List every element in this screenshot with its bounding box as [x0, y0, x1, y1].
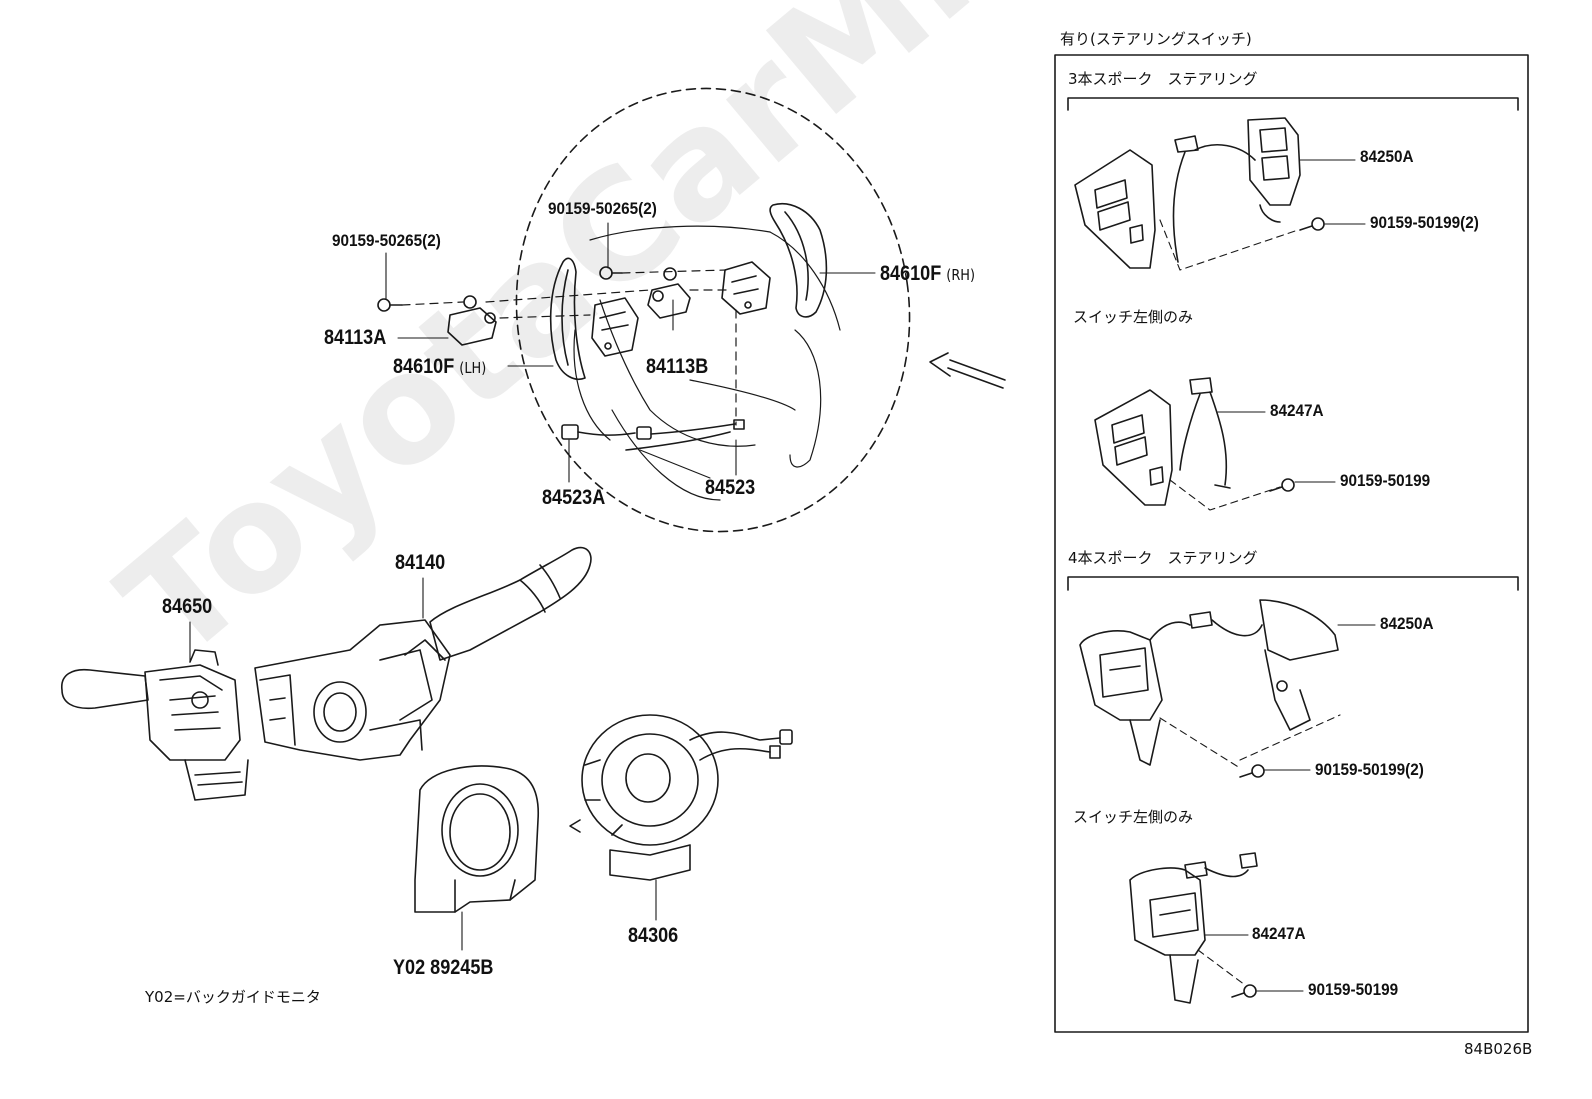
part-84650 — [61, 649, 249, 801]
paddle-switch-lh — [591, 297, 639, 357]
steering-wheel-inner — [573, 225, 841, 501]
label-84113A: 84113A — [324, 326, 387, 349]
label-84247A-3spoke: 84247A — [1270, 401, 1324, 420]
paddle-rh — [769, 203, 828, 318]
label-90159-50199-2-4spoke: 90159-50199(2) — [1315, 760, 1424, 779]
label-84523: 84523 — [705, 476, 756, 499]
side-panel-frame — [1054, 54, 1529, 1033]
dashed-84247A-2 — [1197, 949, 1246, 986]
label-84306: 84306 — [628, 924, 679, 947]
dashed-3spoke — [1159, 219, 1299, 271]
label-90159-50265-center: 90159-50265(2) — [548, 199, 657, 218]
part-84306 — [569, 714, 793, 881]
part-89245B — [414, 765, 540, 913]
left-only-title-2: スイッチ左側のみ — [1073, 808, 1194, 826]
label-84610F-lh: 84610F (LH) — [393, 355, 487, 378]
bolt-90159-50265-center — [599, 266, 623, 280]
section-4spoke-title: 4本スポーク ステアリング — [1068, 549, 1258, 567]
switch-84250A-4spoke — [1079, 599, 1339, 766]
bolt-90159-50199-4spoke-left — [1231, 984, 1257, 998]
label-84523A: 84523A — [542, 486, 606, 509]
dashed-4spoke — [1159, 714, 1341, 769]
label-84247A-4spoke: 84247A — [1252, 924, 1306, 943]
dashed-84247A-1 — [1169, 479, 1281, 511]
side-panel-title: 有り(ステアリングスイッチ) — [1060, 30, 1252, 48]
steering-wheel-outline — [515, 87, 911, 533]
bracket-84113B — [647, 267, 691, 319]
bolt-90159-50199-3spoke-left — [1269, 478, 1295, 492]
label-84610F-rh: 84610F (RH) — [880, 262, 976, 285]
left-only-title-1: スイッチ左側のみ — [1073, 308, 1194, 326]
bracket-4spoke — [1067, 576, 1519, 591]
label-90159-50199-4spoke-left: 90159-50199 — [1308, 980, 1399, 999]
paddle-lh — [549, 257, 586, 380]
label-84250A-3spoke: 84250A — [1360, 147, 1414, 166]
paddle-switch-rh — [721, 261, 771, 315]
bolt-90159-50265-left — [377, 298, 403, 312]
bolt-90159-50199-3spoke — [1299, 217, 1325, 231]
section-3spoke-title: 3本スポーク ステアリング — [1068, 70, 1258, 88]
switch-84247A-4spoke — [1129, 852, 1258, 1004]
label-84650: 84650 — [162, 595, 213, 618]
label-84140: 84140 — [395, 551, 446, 574]
label-90159-50199-3spoke-left: 90159-50199 — [1340, 471, 1431, 490]
assembly-lines — [401, 269, 737, 426]
bracket-3spoke — [1067, 97, 1519, 111]
bracket-84113A — [447, 295, 497, 346]
reference-code: 84B026B — [1464, 1040, 1533, 1058]
label-84250A-4spoke: 84250A — [1380, 614, 1434, 633]
wire-harness-84523 — [561, 419, 745, 451]
label-y02-89245B: Y02 89245B — [393, 956, 494, 979]
label-90159-50265-left: 90159-50265(2) — [332, 231, 441, 250]
label-90159-50199-2-3spoke: 90159-50199(2) — [1370, 213, 1479, 232]
label-84113B: 84113B — [646, 355, 709, 378]
switch-84247A-3spoke — [1094, 377, 1231, 506]
direction-arrow — [929, 352, 1006, 389]
y02-note: Y02=バックガイドモニタ — [145, 988, 321, 1006]
leader-lines-top — [385, 222, 876, 483]
part-84140 — [254, 546, 592, 761]
switch-84250A-3spoke — [1074, 117, 1301, 269]
bolt-90159-50199-4spoke — [1239, 764, 1265, 778]
